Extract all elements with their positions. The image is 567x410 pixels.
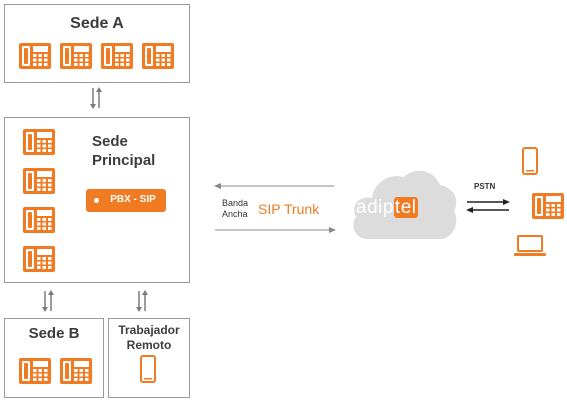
desk-phone-icon [60,358,92,384]
sede-principal-title-1: Sede [92,133,128,150]
sede-b-title: Sede B [28,325,80,342]
desk-phone-icon [23,207,55,233]
desk-phone-icon [23,246,55,272]
adiptel-logo: adiptel [356,197,418,219]
desk-phone-icon [101,43,133,69]
desk-phone-icon [142,43,174,69]
link-arrow-right [215,227,336,233]
pstn-arrows [466,199,510,213]
logo-highlight: tel [393,197,418,218]
desk-phone-icon [23,168,55,194]
banda-label-1: Banda [222,198,249,208]
desk-phone-icon [19,43,51,69]
remote-title-2: Remoto [126,338,172,352]
desk-phone-icon [532,193,564,219]
updown-arrows-icon [42,290,54,312]
sede-a-title: Sede A [70,15,124,32]
pbx-sip-device: PBX - SIP [86,189,166,212]
pstn-label: PSTN [474,182,496,191]
pbx-label: PBX - SIP [110,194,156,205]
smartphone-icon [522,147,538,175]
remote-title-1: Trabajador [118,323,180,337]
smartphone-icon [140,355,156,383]
banda-label-2: Ancha [222,209,248,219]
link-arrow-left [214,183,334,189]
desk-phone-icon [19,358,51,384]
desk-phone-icon [23,129,55,155]
pbx-led-icon [94,198,99,203]
updown-arrows-icon [90,87,102,109]
logo-prefix: adip [356,197,394,218]
laptop-icon [514,235,546,256]
sip-trunk-label: SIP Trunk [258,201,320,217]
sede-principal-title-2: Principal [92,152,156,169]
desk-phone-icon [60,43,92,69]
updown-arrows-icon [136,290,148,312]
